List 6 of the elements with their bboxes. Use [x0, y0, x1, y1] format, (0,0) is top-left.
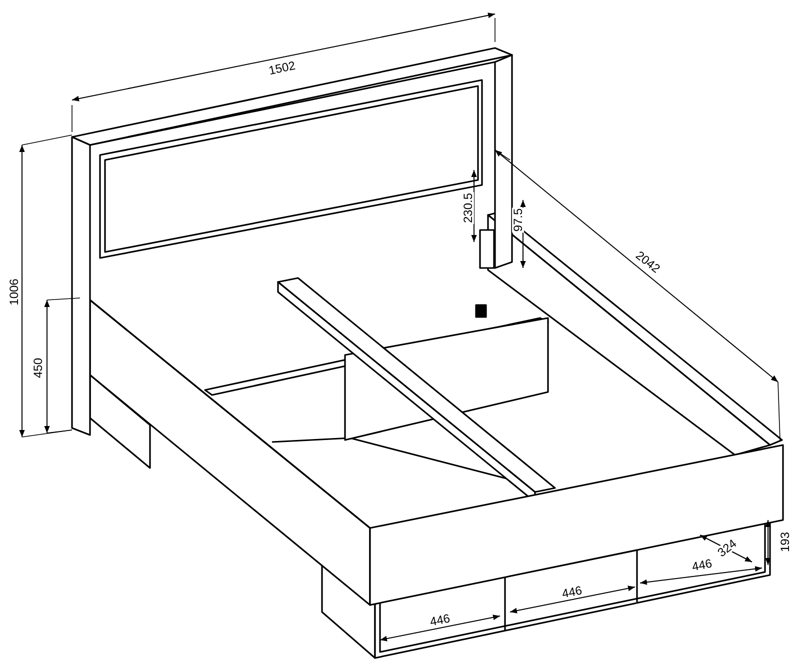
dimension-label: 97.5 [512, 207, 524, 233]
dimension-label: 230.5 [462, 192, 474, 224]
dimension-label: 193 [779, 530, 791, 554]
dimension-label: 450 [32, 356, 44, 380]
dimension-label: 1502 [266, 59, 298, 77]
dimension-label: 1006 [8, 278, 20, 306]
